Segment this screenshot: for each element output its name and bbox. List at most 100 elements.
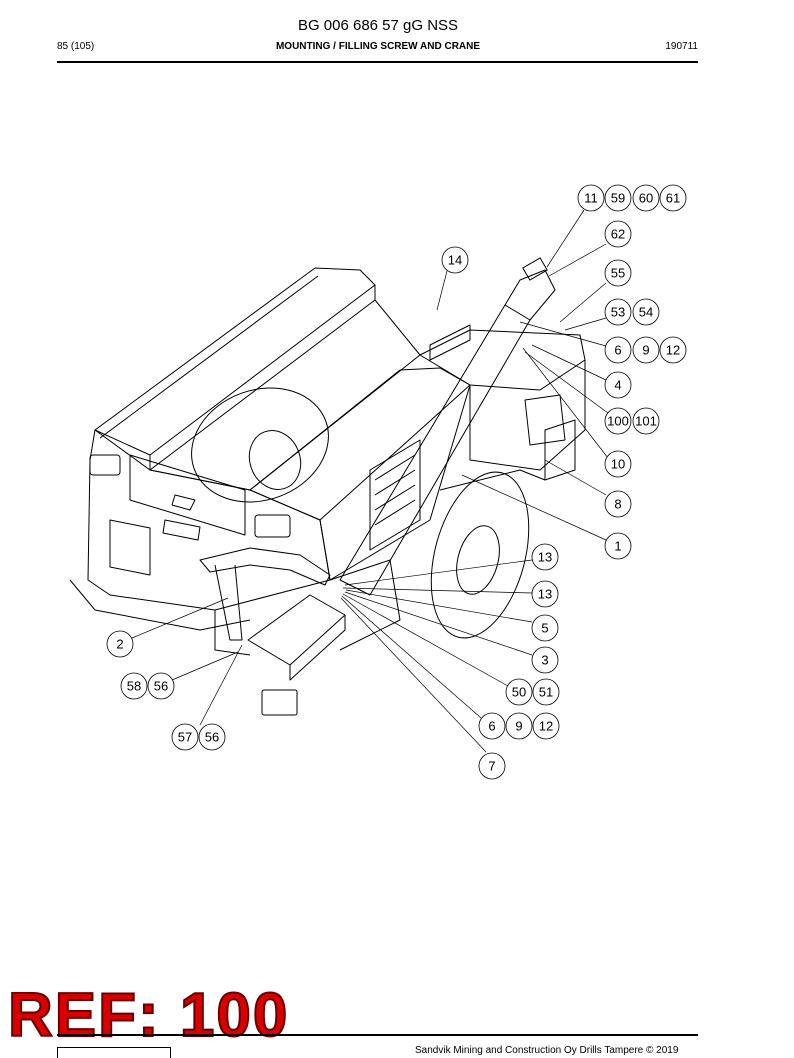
callout-balloon	[577, 184, 605, 212]
callout-balloon	[632, 336, 660, 364]
callout-59: 59	[604, 184, 632, 212]
callout-11: 11	[577, 184, 605, 212]
callout-balloon	[531, 580, 559, 608]
tank-block	[419, 329, 586, 391]
callout-7: 7	[478, 752, 506, 780]
reference-stamp: REF: 100	[7, 981, 290, 1050]
callout-balloon	[531, 614, 559, 642]
callout-balloon	[632, 298, 660, 326]
callout-number: 50	[512, 685, 526, 700]
callout-101: 101	[632, 407, 660, 435]
callout-balloon	[478, 712, 506, 740]
callout-balloon	[106, 630, 134, 658]
machine-front-face	[87, 429, 331, 611]
callout-balloon	[604, 490, 632, 518]
callout-number: 54	[639, 305, 653, 320]
callout-number: 61	[666, 191, 680, 206]
callout-1: 1	[604, 532, 632, 560]
callout-56: 56	[147, 672, 175, 700]
callout-10: 10	[604, 450, 632, 478]
callout-balloon	[441, 246, 469, 274]
crane-arm	[199, 547, 331, 586]
callout-number: 12	[539, 719, 553, 734]
callout-13: 13	[531, 580, 559, 608]
callout-number: 11	[584, 191, 598, 206]
callout-60: 60	[632, 184, 660, 212]
callout-12: 12	[532, 712, 560, 740]
callout-number: 56	[205, 730, 219, 745]
callout-61: 61	[659, 184, 687, 212]
callout-54: 54	[632, 298, 660, 326]
callout-balloon	[478, 752, 506, 780]
rear-wheel	[191, 387, 329, 503]
callout-balloon	[531, 543, 559, 571]
callout-number: 7	[488, 759, 495, 774]
callout-balloon	[147, 672, 175, 700]
callout-57: 57	[171, 723, 199, 751]
callout-4: 4	[604, 371, 632, 399]
callout-number: 100	[607, 414, 629, 429]
callout-balloon	[604, 532, 632, 560]
callout-number: 6	[614, 343, 621, 358]
callout-5: 5	[531, 614, 559, 642]
callout-6: 6	[604, 336, 632, 364]
callout-number: 9	[515, 719, 522, 734]
document-id: BG 006 686 57 gG NSS	[297, 17, 459, 34]
footer-copyright: Sandvik Mining and Construction Oy Drill…	[415, 1045, 679, 1056]
callout-balloon	[604, 336, 632, 364]
callout-number: 9	[642, 343, 649, 358]
callout-balloon	[505, 712, 533, 740]
engine-cover-left	[94, 267, 376, 456]
callout-balloon	[198, 723, 226, 751]
callout-number: 51	[539, 685, 553, 700]
callout-9: 9	[632, 336, 660, 364]
section-title: MOUNTING / FILLING SCREW AND CRANE	[275, 41, 481, 52]
callout-number: 56	[154, 679, 168, 694]
callout-number: 13	[538, 550, 552, 565]
callout-3: 3	[531, 646, 559, 674]
callout-balloon	[604, 407, 632, 435]
callout-number: 55	[611, 266, 625, 281]
callout-balloon	[659, 184, 687, 212]
callout-51: 51	[532, 678, 560, 706]
callout-number: 57	[178, 730, 192, 745]
header-rule	[57, 61, 698, 63]
callout-number: 1	[614, 539, 621, 554]
footer-rule	[57, 1034, 698, 1036]
callout-56: 56	[198, 723, 226, 751]
machine-illustration	[69, 257, 586, 716]
callout-balloon	[505, 678, 533, 706]
callout-14: 14	[441, 246, 469, 274]
callout-58: 58	[120, 672, 148, 700]
callout-balloon	[532, 712, 560, 740]
callout-balloon	[604, 220, 632, 248]
callout-number: 59	[611, 191, 625, 206]
callout-number: 5	[541, 621, 548, 636]
callout-number: 62	[611, 227, 625, 242]
callout-balloon	[604, 184, 632, 212]
callout-number: 101	[635, 414, 657, 429]
callout-62: 62	[604, 220, 632, 248]
callout-9: 9	[505, 712, 533, 740]
callout-13: 13	[531, 543, 559, 571]
callout-number: 10	[611, 457, 625, 472]
callout-balloon	[531, 646, 559, 674]
callout-8: 8	[604, 490, 632, 518]
callout-balloon	[632, 407, 660, 435]
callout-50: 50	[505, 678, 533, 706]
callout-balloon	[632, 184, 660, 212]
callout-number: 53	[611, 305, 625, 320]
callout-number: 58	[127, 679, 141, 694]
date-code: 190711	[665, 41, 698, 52]
callout-balloon	[171, 723, 199, 751]
callout-number: 6	[488, 719, 495, 734]
front-wheel	[430, 471, 530, 639]
callout-55: 55	[604, 259, 632, 287]
callout-number: 8	[614, 497, 621, 512]
callout-number: 3	[541, 653, 548, 668]
callout-number: 4	[614, 378, 621, 393]
callout-balloon	[604, 259, 632, 287]
callout-100: 100	[604, 407, 632, 435]
